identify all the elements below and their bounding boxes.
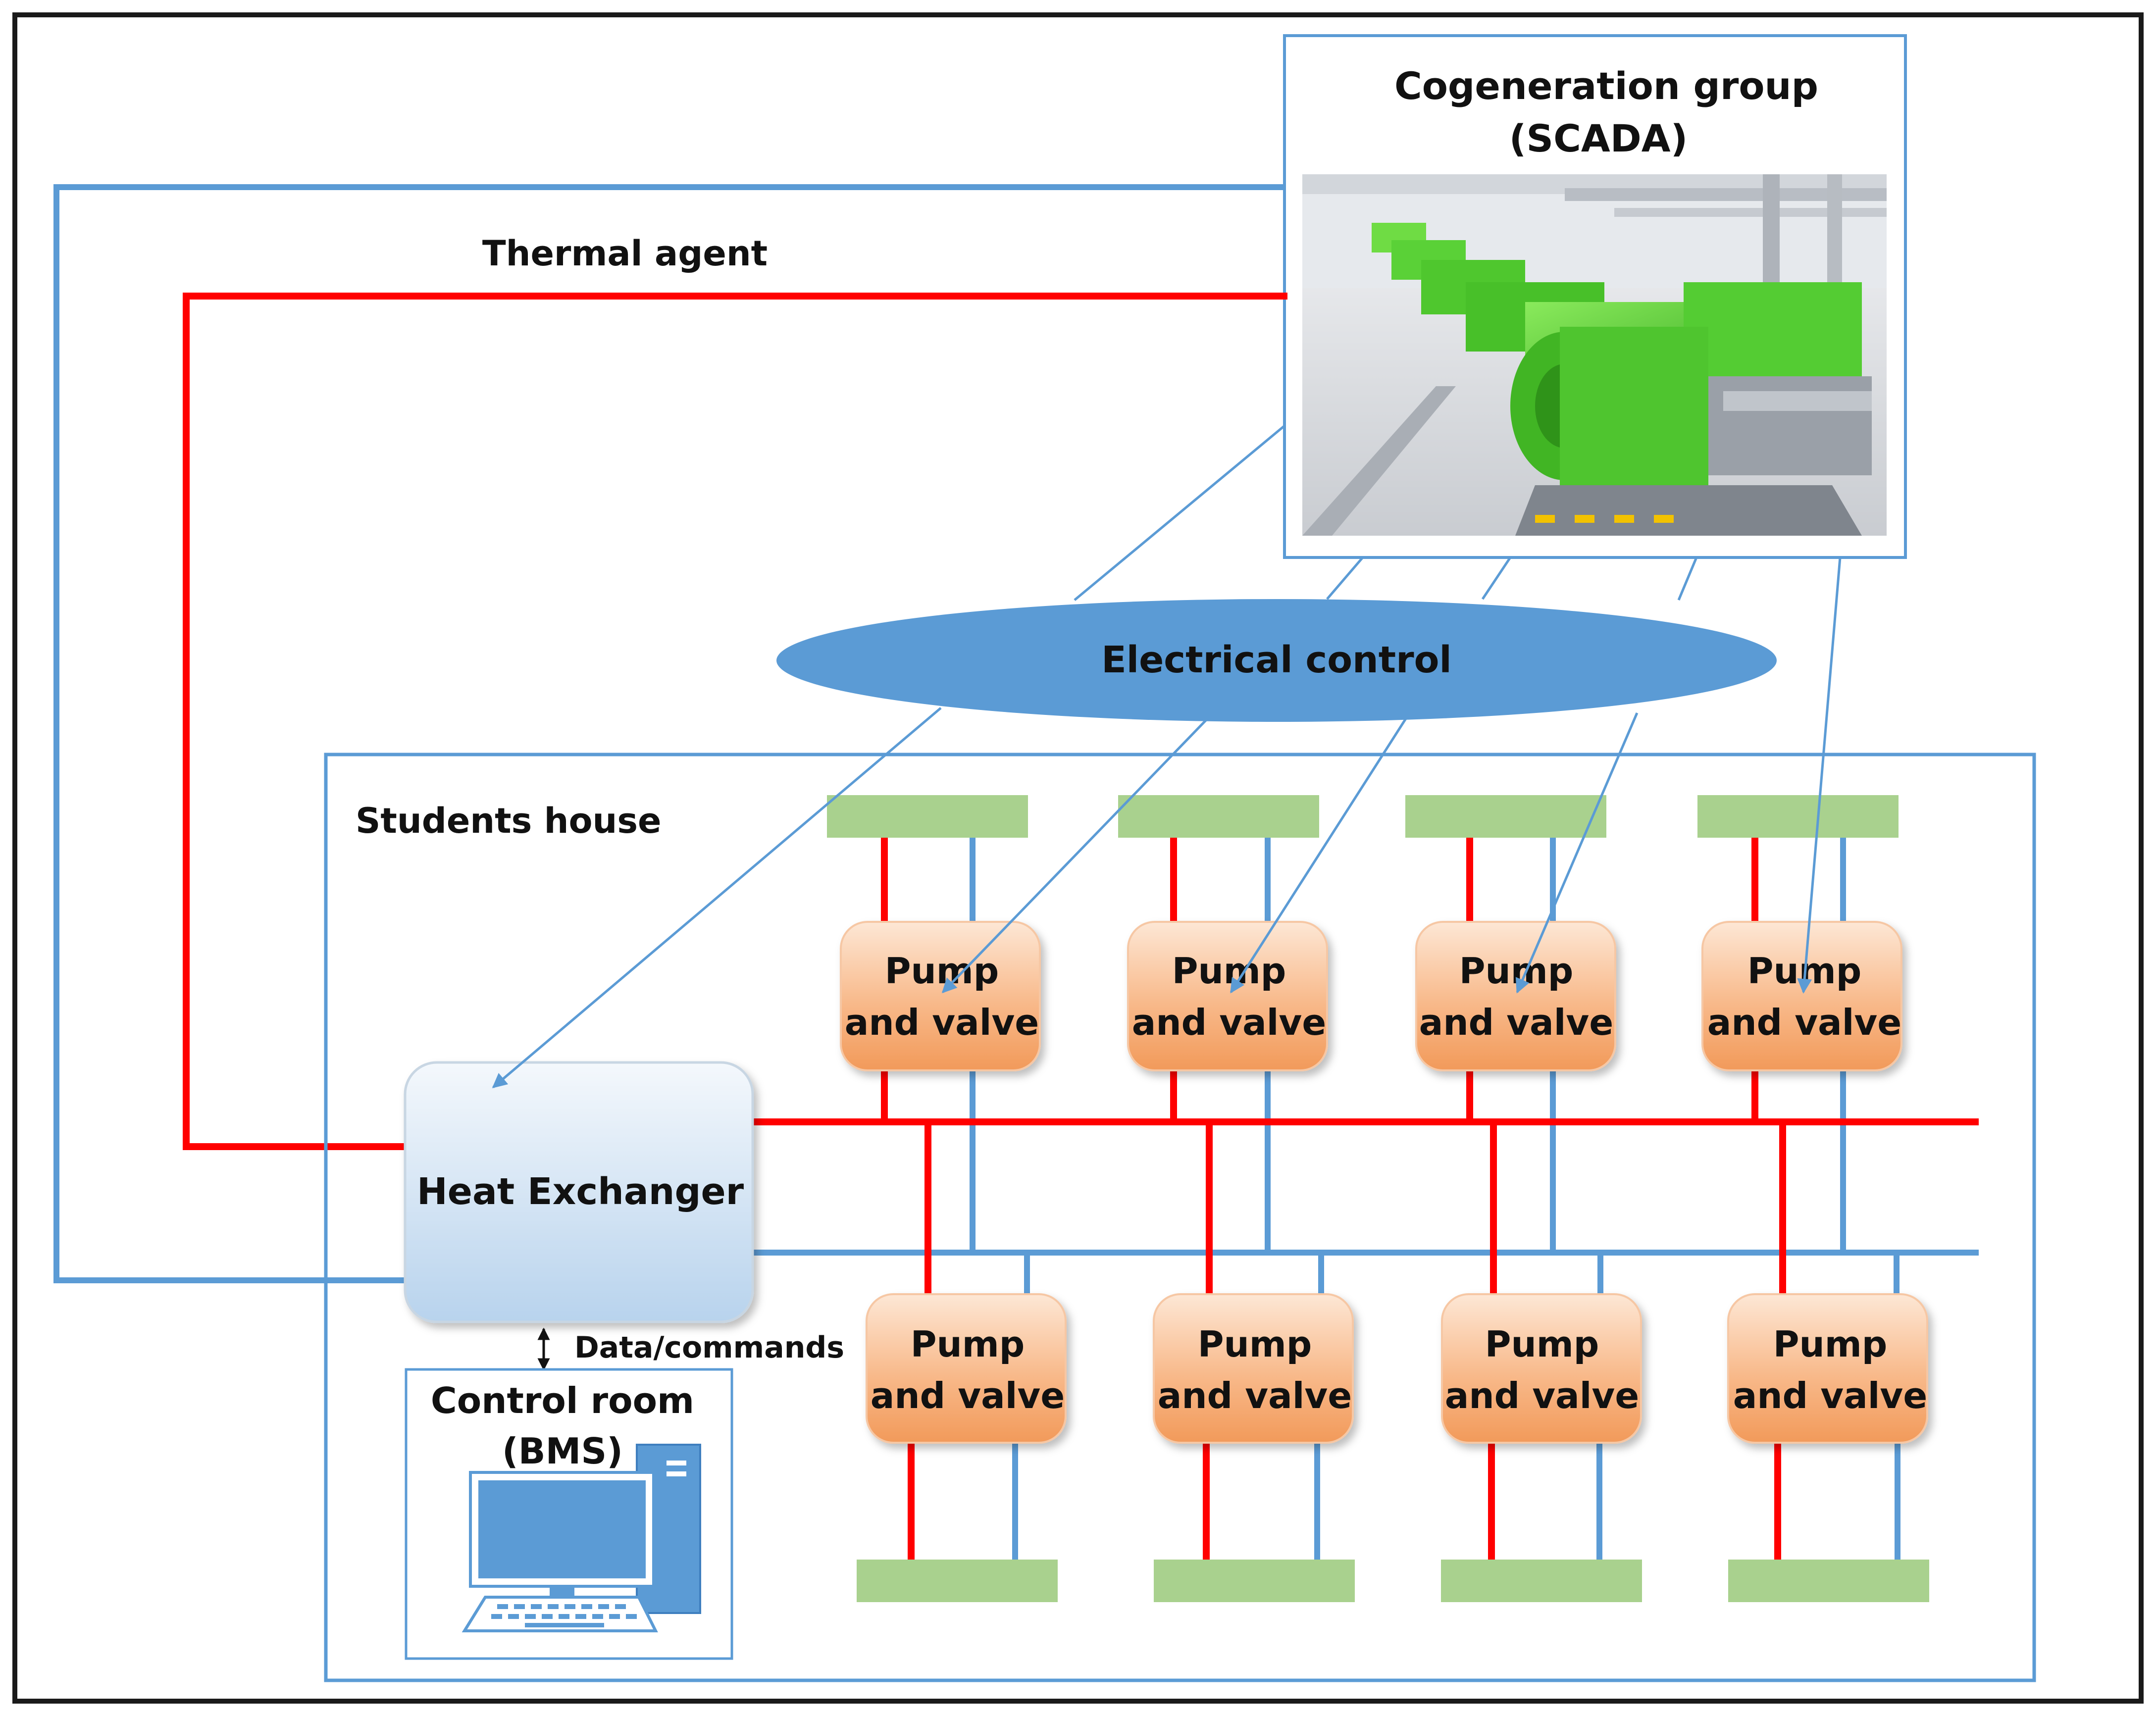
thermal-agent-label: Thermal agent	[482, 233, 768, 274]
pump-valve-box: Pump and valve	[1441, 1293, 1642, 1444]
pump-row-top: Pump and valve Pump and valve Pump and v…	[840, 921, 1902, 1071]
cogeneration-title-line1: Cogeneration group	[1394, 64, 1818, 108]
pump-label-line2: and valve	[1132, 1002, 1326, 1043]
desktop-computer-icon	[462, 1444, 701, 1632]
pump-label-line1: Pump	[1459, 950, 1574, 992]
pump-valve-box: Pump and valve	[1153, 1293, 1354, 1444]
pump-label-line1: Pump	[885, 950, 999, 992]
pump-label-line1: Pump	[1485, 1323, 1599, 1365]
control-room-title-line1: Control room	[431, 1380, 694, 1421]
heat-exchanger: Heat Exchanger	[404, 1061, 754, 1323]
terminal-block	[827, 795, 1028, 838]
pump-valve-box: Pump and valve	[1127, 921, 1328, 1071]
pump-label-line1: Pump	[1773, 1323, 1888, 1365]
pump-valve-box: Pump and valve	[866, 1293, 1067, 1444]
pump-label-line2: and valve	[1419, 1002, 1613, 1043]
terminal-block	[1118, 795, 1319, 838]
electrical-control-ellipse	[776, 599, 1777, 722]
cogeneration-group: Cogeneration group (SCADA)	[1283, 34, 1907, 559]
data-commands-label: Data/commands	[574, 1330, 844, 1365]
pump-label-line2: and valve	[1707, 1002, 1901, 1043]
pump-valve-box: Pump and valve	[1727, 1293, 1928, 1444]
electrical-control-label: Electrical control	[1101, 639, 1452, 681]
top-terminal-blocks	[827, 795, 1899, 838]
pump-valve-box: Pump and valve	[840, 921, 1041, 1071]
return-pipe	[53, 184, 1284, 1283]
cogeneration-title-line2: (SCADA)	[1509, 116, 1688, 160]
generator-engine-photo	[1302, 174, 1887, 536]
control-room-title-line2: (BMS)	[502, 1430, 623, 1472]
terminal-block	[1154, 1560, 1355, 1602]
outer-frame	[12, 12, 2144, 1704]
pump-label-line2: and valve	[1733, 1375, 1927, 1416]
bottom-terminal-blocks	[857, 1560, 1929, 1602]
pump-valve-box: Pump and valve	[1415, 921, 1616, 1071]
pump-label-line2: and valve	[871, 1375, 1065, 1416]
pump-row-bottom: Pump and valve Pump and valve Pump and v…	[866, 1293, 1928, 1444]
terminal-block	[1405, 795, 1606, 838]
pump-label-line1: Pump	[1172, 950, 1286, 992]
students-house-label: Students house	[356, 801, 662, 841]
pump-label-line2: and valve	[1445, 1375, 1639, 1416]
heat-exchanger-box	[404, 1061, 754, 1323]
pump-label-line2: and valve	[845, 1002, 1039, 1043]
pump-label-line2: and valve	[1158, 1375, 1352, 1416]
pump-label-line1: Pump	[911, 1323, 1025, 1365]
thermal-agent-pipe	[183, 293, 1287, 1150]
pump-valve-box: Pump and valve	[1701, 921, 1902, 1071]
terminal-block	[857, 1560, 1058, 1602]
heat-exchanger-label: Heat Exchanger	[417, 1170, 744, 1213]
students-house-box	[324, 753, 2036, 1682]
pump-label-line1: Pump	[1198, 1323, 1312, 1365]
terminal-block	[1441, 1560, 1642, 1602]
control-signal-lines	[492, 425, 1842, 1088]
bottom-risers	[908, 1122, 1900, 1562]
terminal-block	[1697, 795, 1899, 838]
terminal-block	[1728, 1560, 1929, 1602]
control-room: Control room (BMS)	[405, 1368, 733, 1660]
top-risers	[881, 838, 1846, 1253]
